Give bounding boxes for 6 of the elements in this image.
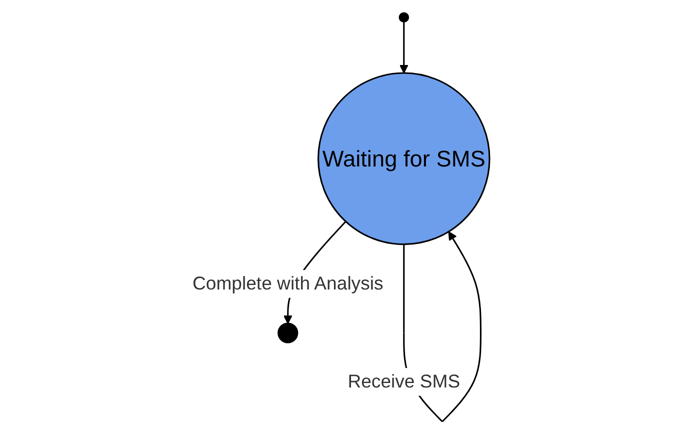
node-circle: Waiting for SMS — [318, 72, 490, 246]
arrow — [399, 22, 408, 74]
edge-label: Receive SMS — [348, 371, 460, 392]
node-circle — [278, 322, 298, 344]
node-circle — [398, 12, 410, 23]
edge-label: Complete with Analysis — [192, 273, 384, 294]
